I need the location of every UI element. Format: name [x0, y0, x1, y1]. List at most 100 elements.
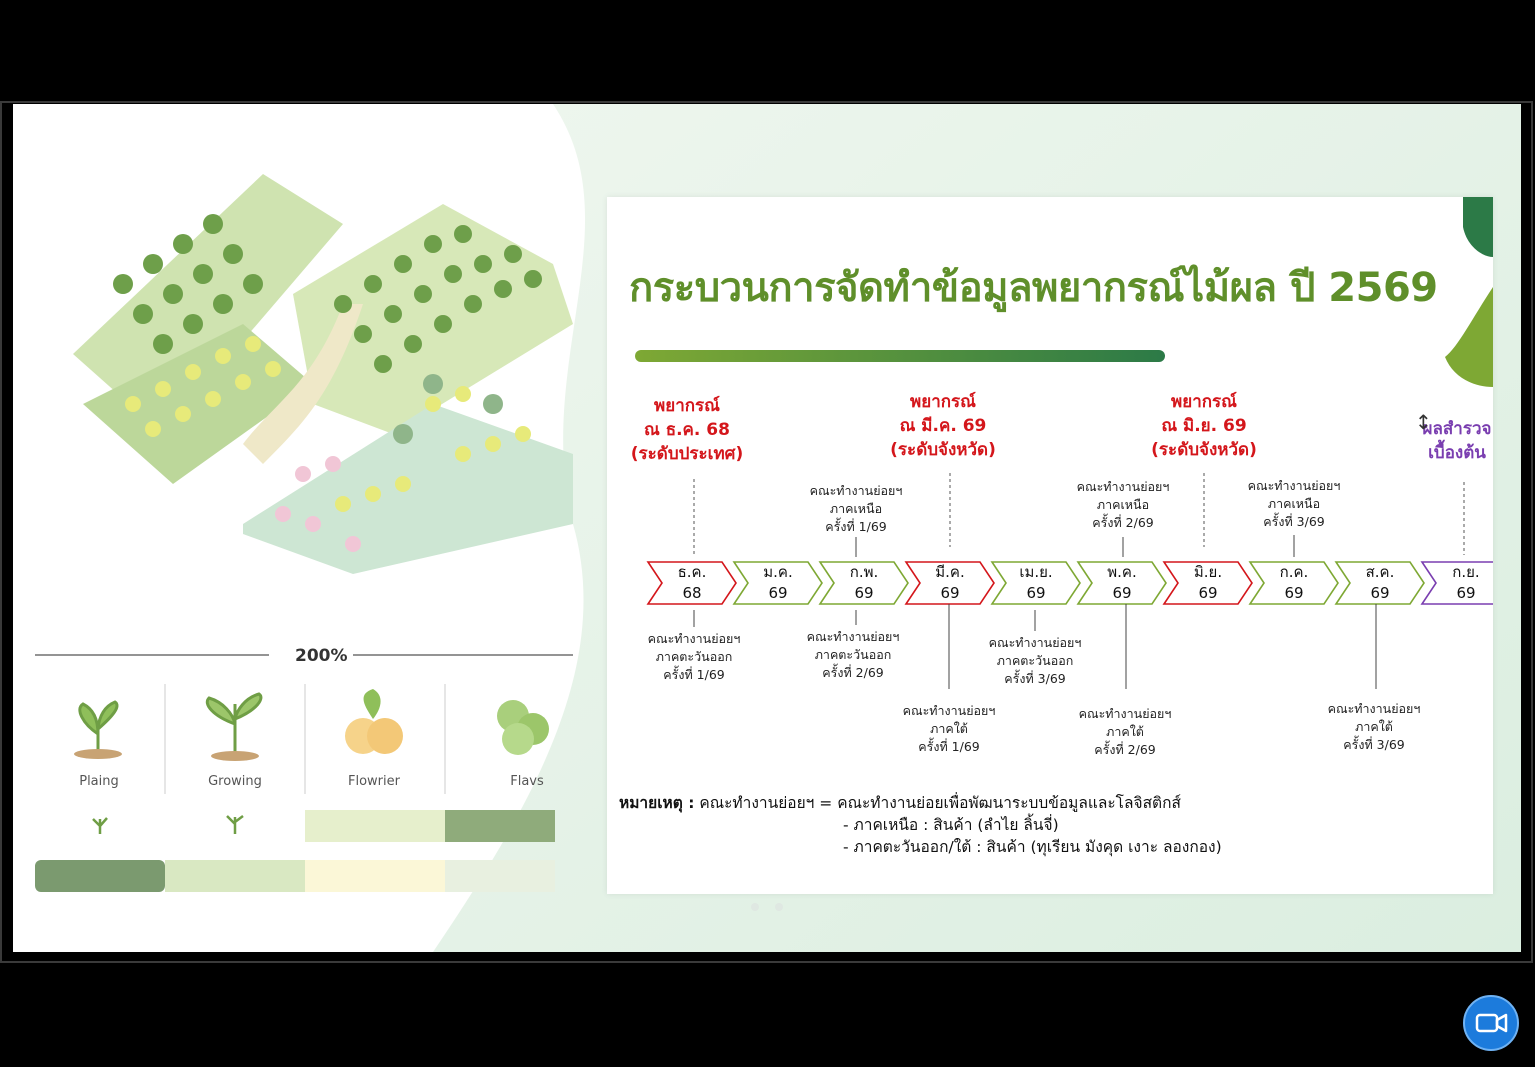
- committee-south-2-line2: ภาคใต้: [1106, 724, 1144, 739]
- forecast-jun69: พยากรณ์ ณ มิ.ย. 69 (ระดับจังหวัด): [1151, 390, 1257, 462]
- month-year: 69: [1370, 584, 1390, 602]
- month-name: ก.ค.: [1279, 563, 1309, 581]
- month-name: ก.ย.: [1452, 563, 1480, 581]
- month-chevron: [904, 561, 995, 605]
- committee-north-2-line2: ภาคเหนือ: [1096, 497, 1150, 512]
- month-label: มี.ค. 69: [935, 562, 964, 604]
- month-name: ม.ค.: [763, 563, 793, 581]
- committee-south-3-line1: คณะทำงานย่อยฯ: [1327, 701, 1421, 716]
- survey-line1: ผลสำรวจ: [1422, 419, 1492, 439]
- forecast-dec68-line1: พยากรณ์: [654, 396, 720, 416]
- month-year: 69: [768, 584, 788, 602]
- committee-north-2-line3: ครั้งที่ 2/69: [1092, 515, 1154, 530]
- video-camera-button[interactable]: [1463, 995, 1519, 1051]
- forecast-mar69: พยากรณ์ ณ มี.ค. 69 (ระดับจังหวัด): [890, 390, 996, 462]
- month-label: ธ.ค. 68: [678, 562, 707, 604]
- pager-dot: [751, 903, 759, 911]
- slide-title: กระบวนการจัดทำข้อมูลพยากรณ์ไม้ผล ปี 2569: [629, 265, 1438, 311]
- month-year: 69: [1026, 584, 1046, 602]
- committee-east-1-line3: ครั้งที่ 1/69: [663, 667, 725, 682]
- forecast-dec68-line2: ณ ธ.ค. 68: [644, 420, 730, 440]
- month-chevron: [1248, 561, 1339, 605]
- committee-south-3: คณะทำงานย่อยฯ ภาคใต้ ครั้งที่ 3/69: [1328, 700, 1421, 754]
- forecast-jun69-line2: ณ มิ.ย. 69: [1161, 416, 1247, 436]
- month-chevron: [1076, 561, 1167, 605]
- committee-north-2: คณะทำงานย่อยฯ ภาคเหนือ ครั้งที่ 2/69: [1077, 478, 1170, 532]
- committee-north-1: คณะทำงานย่อยฯ ภาคเหนือ ครั้งที่ 1/69: [810, 482, 903, 536]
- committee-east-3-line3: ครั้งที่ 3/69: [1004, 671, 1066, 686]
- committee-south-1-line1: คณะทำงานย่อยฯ: [902, 703, 996, 718]
- month-year: 69: [1456, 584, 1476, 602]
- month-chevron: [1334, 561, 1425, 605]
- committee-east-1-line1: คณะทำงานย่อยฯ: [647, 631, 741, 646]
- committee-south-2-line1: คณะทำงานย่อยฯ: [1078, 706, 1172, 721]
- timeline-graphic: [646, 473, 1493, 689]
- resize-cursor-icon: ↕: [1415, 410, 1432, 434]
- committee-south-1-line3: ครั้งที่ 1/69: [918, 739, 980, 754]
- month-name: ธ.ค.: [677, 563, 707, 581]
- survey-line2: เบื้องต้น: [1428, 443, 1486, 463]
- forecast-jun69-line3: (ระดับจังหวัด): [1151, 440, 1257, 460]
- month-chevron: [1162, 561, 1253, 605]
- month-year: 69: [1112, 584, 1132, 602]
- forecast-dec68: พยากรณ์ ณ ธ.ค. 68 (ระดับประเทศ): [631, 394, 744, 466]
- plant-stage-icons: [74, 689, 549, 834]
- month-chevron: [732, 561, 823, 605]
- month-year: 68: [682, 584, 702, 602]
- month-name: มิ.ย.: [1193, 563, 1223, 581]
- committee-east-1: คณะทำงานย่อยฯ ภาคตะวันออก ครั้งที่ 1/69: [648, 630, 741, 684]
- forecast-mar69-line2: ณ มี.ค. 69: [899, 416, 987, 436]
- month-label: เม.ย.69: [1019, 562, 1052, 604]
- month-chevron: [990, 561, 1081, 605]
- month-name: ก.พ.: [849, 563, 879, 581]
- forecast-jun69-line1: พยากรณ์: [1171, 392, 1237, 412]
- month-label: ม.ค. 69: [763, 562, 792, 604]
- committee-north-3: คณะทำงานย่อยฯ ภาคเหนือ ครั้งที่ 3/69: [1248, 477, 1341, 531]
- committee-east-2: คณะทำงานย่อยฯ ภาคตะวันออก ครั้งที่ 2/69: [807, 628, 900, 682]
- month-year: 69: [940, 584, 960, 602]
- month-chevron: [818, 561, 909, 605]
- month-name: มี.ค.: [935, 563, 965, 581]
- committee-south-3-line2: ภาคใต้: [1355, 719, 1393, 734]
- forecast-mar69-line3: (ระดับจังหวัด): [890, 440, 996, 460]
- percent-label: 200%: [295, 646, 348, 666]
- slide-pager-dots: [751, 903, 783, 911]
- stage-label-flavor: Flavs: [510, 774, 544, 789]
- committee-south-2-line3: ครั้งที่ 2/69: [1094, 742, 1156, 757]
- forecast-mar69-line1: พยากรณ์: [910, 392, 976, 412]
- month-label: พ.ค. 69: [1107, 562, 1136, 604]
- stage-label-growing: Growing: [208, 774, 262, 789]
- committee-north-3-line2: ภาคเหนือ: [1267, 496, 1321, 511]
- shared-screen-frame: [0, 101, 1533, 963]
- committee-south-1-line2: ภาคใต้: [930, 721, 968, 736]
- committee-south-3-line3: ครั้งที่ 3/69: [1343, 737, 1405, 752]
- committee-east-3: คณะทำงานย่อยฯ ภาคตะวันออก ครั้งที่ 3/69: [989, 634, 1082, 688]
- committee-north-3-line1: คณะทำงานย่อยฯ: [1247, 478, 1341, 493]
- committee-east-2-line3: ครั้งที่ 2/69: [822, 665, 884, 680]
- month-label: ก.ค. 69: [1280, 562, 1309, 604]
- month-label: มิ.ย. 69: [1194, 562, 1222, 604]
- committee-south-1: คณะทำงานย่อยฯ ภาคใต้ ครั้งที่ 1/69: [903, 702, 996, 756]
- month-year: 69: [1284, 584, 1304, 602]
- month-year: 69: [854, 584, 874, 602]
- month-label: ก.พ. 69: [850, 562, 879, 604]
- survey-preliminary: ผลสำรวจ เบื้องต้น: [1423, 417, 1492, 465]
- pager-dot: [775, 903, 783, 911]
- month-name: พ.ค.: [1107, 563, 1137, 581]
- stage-label-planting: Plaing: [79, 774, 119, 789]
- committee-east-1-line2: ภาคตะวันออก: [655, 649, 733, 664]
- committee-east-2-line1: คณะทำงานย่อยฯ: [806, 629, 900, 644]
- note-line2: - ภาคเหนือ : สินค้า (ลำไย ลิ้นจี่): [843, 816, 1059, 834]
- slide-note: หมายเหตุ : คณะทำงานย่อยฯ = คณะทำงานย่อยเ…: [619, 792, 1222, 858]
- slide-corner-decoration: [1445, 197, 1493, 387]
- committee-east-3-line2: ภาคตะวันออก: [996, 653, 1074, 668]
- month-year: 69: [1198, 584, 1218, 602]
- committee-north-2-line1: คณะทำงานย่อยฯ: [1076, 479, 1170, 494]
- month-label: ส.ค. 69: [1366, 562, 1395, 604]
- note-line1: คณะทำงานย่อยฯ = คณะทำงานย่อยเพื่อพัฒนาระ…: [699, 794, 1181, 812]
- month-label: ก.ย. 69: [1452, 562, 1479, 604]
- committee-north-3-line3: ครั้งที่ 3/69: [1263, 514, 1325, 529]
- month-name: ส.ค.: [1365, 563, 1395, 581]
- committee-east-3-line1: คณะทำงานย่อยฯ: [988, 635, 1082, 650]
- stage-label-flowering: Flowrier: [348, 774, 400, 789]
